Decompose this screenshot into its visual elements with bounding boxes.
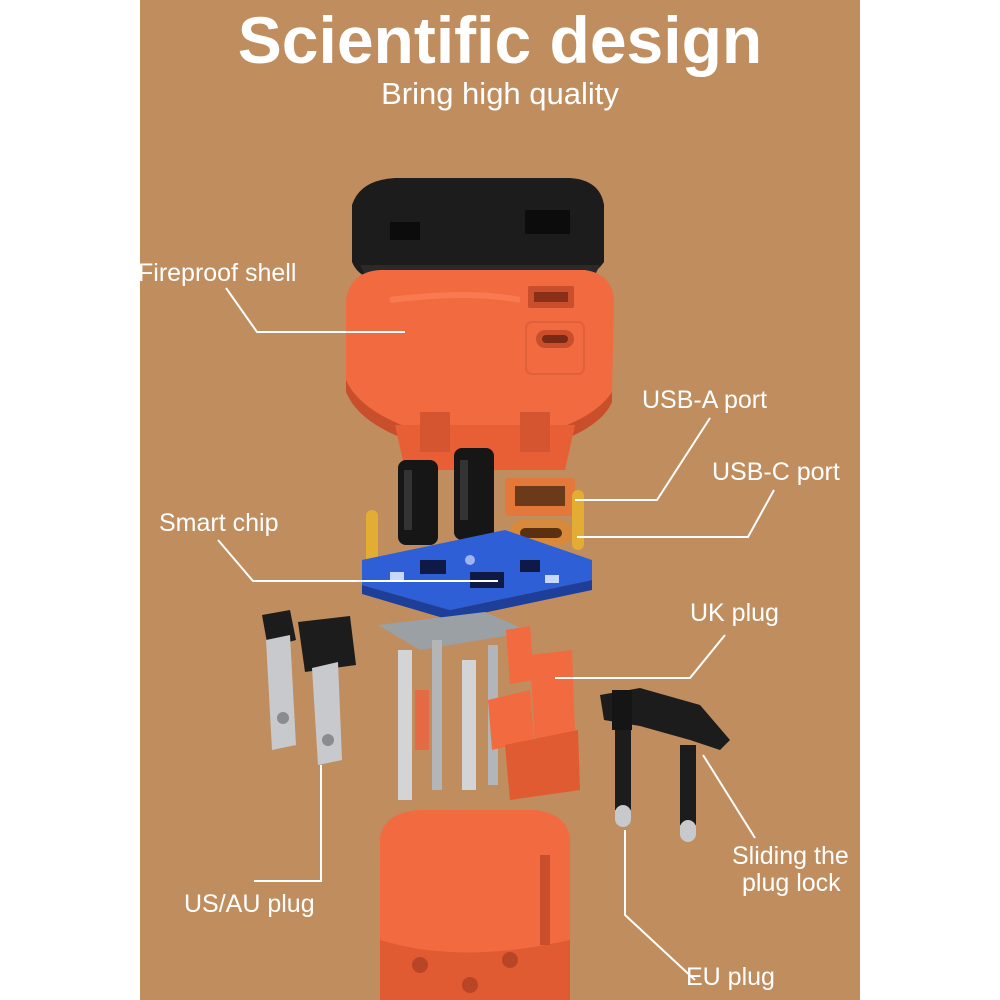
label-eu-plug: EU plug [686,963,775,991]
page-subtitle: Bring high quality [381,76,619,111]
page-title: Scientific design [237,3,763,77]
label-uk-plug: UK plug [690,599,779,627]
leader-usb-a [575,417,711,501]
bottom-base [380,810,570,1000]
top-cap [352,178,604,285]
inner-frame [395,412,575,470]
leader-sliding-lock [702,754,756,839]
leader-uk-plug [555,634,726,679]
circuit-board [362,530,592,620]
gold-pins [366,490,584,570]
leader-usb-c [577,489,775,538]
us-au-plug-part [262,610,356,765]
fireproof-shell [346,270,614,453]
label-usb-c-port: USB-C port [712,458,840,486]
label-us-au-plug: US/AU plug [184,890,315,918]
eu-plug-part [600,688,730,842]
leader-smart-chip [217,539,498,582]
capacitors [398,448,494,545]
leader-lines [217,287,775,981]
label-usb-a-port: USB-A port [642,386,768,414]
uk-plug-part [488,626,580,800]
label-fireproof-shell: Fireproof shell [138,259,297,287]
leader-fireproof-shell [225,287,405,333]
label-sliding-lock-line2: plug lock [742,869,841,897]
leader-eu-plug [624,830,696,981]
leader-us-au-plug [254,765,322,882]
metal-frame [378,612,530,800]
label-smart-chip: Smart chip [159,509,279,537]
usb-ports [505,478,575,546]
label-sliding-lock-line1: Sliding the [732,842,849,870]
